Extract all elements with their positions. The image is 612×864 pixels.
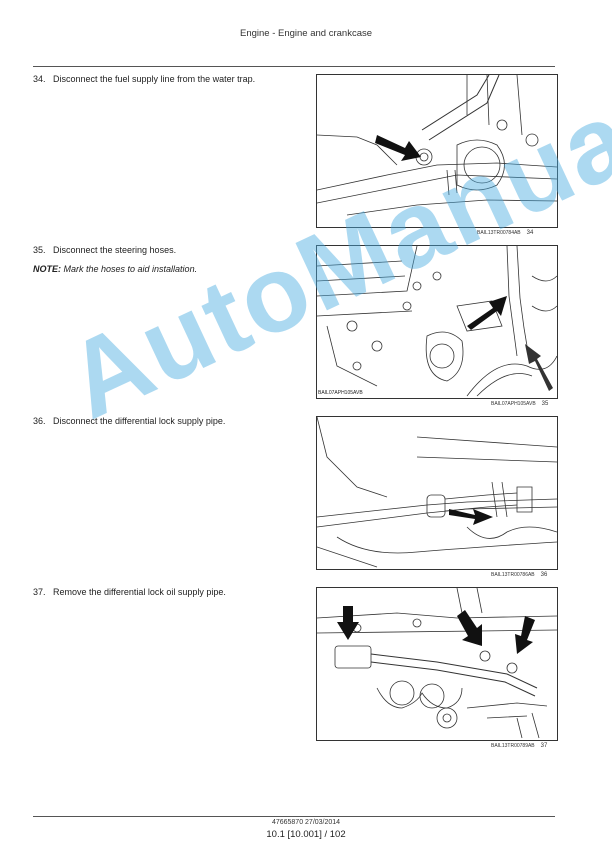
figure-code: BAIL07APH105AVB xyxy=(491,401,536,407)
figure-code: BAIL13TR00784AB xyxy=(477,230,521,236)
figure-number: 35 xyxy=(541,401,549,407)
footer-divider xyxy=(33,816,555,817)
note-label: NOTE: xyxy=(33,264,61,274)
figure-34-drawing xyxy=(317,75,557,216)
figure-37 xyxy=(316,587,558,741)
figure-34-caption: BAIL13TR00784AB 34 xyxy=(477,230,533,236)
figure-35 xyxy=(316,245,558,399)
figure-36-drawing xyxy=(317,417,557,568)
figure-code: BAIL13TR00786AB xyxy=(491,572,535,578)
step-text: Disconnect the differential lock supply … xyxy=(53,416,226,426)
step-number: 37. xyxy=(33,587,46,597)
figure-35-caption: BAIL07APH105AVB 35 xyxy=(491,401,548,407)
step-number: 36. xyxy=(33,416,46,426)
footer-page-number: 10.1 [10.001] / 102 xyxy=(266,829,346,840)
figure-35-drawing xyxy=(317,246,557,397)
step-text: Disconnect the steering hoses. xyxy=(53,245,177,255)
figure-34 xyxy=(316,74,558,228)
figure-number: 34 xyxy=(526,230,534,236)
note-text: Mark the hoses to aid installation. xyxy=(61,264,198,274)
step-34: 34. Disconnect the fuel supply line from … xyxy=(33,74,255,84)
step-35-note: NOTE: Mark the hoses to aid installation… xyxy=(33,264,197,274)
figure-37-caption: BAIL13TR00789AB 37 xyxy=(491,743,547,749)
step-35: 35. Disconnect the steering hoses. xyxy=(33,245,176,255)
figure-number: 36 xyxy=(540,572,548,578)
step-number: 35. xyxy=(33,245,46,255)
figure-code: BAIL13TR00789AB xyxy=(491,743,535,749)
figure-36 xyxy=(316,416,558,570)
page-header-title: Engine - Engine and crankcase xyxy=(239,28,373,39)
figure-36-caption: BAIL13TR00786AB 36 xyxy=(491,572,547,578)
figure-35-inset-label: BAIL07APH105AVB xyxy=(318,390,363,396)
step-text: Remove the differential lock oil supply … xyxy=(53,587,226,597)
step-text: Disconnect the fuel supply line from the… xyxy=(53,74,256,84)
figure-37-drawing xyxy=(317,588,557,739)
step-36: 36. Disconnect the differential lock supp… xyxy=(33,416,225,426)
step-number: 34. xyxy=(33,74,46,84)
header-divider xyxy=(33,66,555,67)
step-37: 37. Remove the differential lock oil supp… xyxy=(33,587,226,597)
footer-doc-number: 47665870 27/03/2014 xyxy=(271,819,341,826)
figure-number: 37 xyxy=(540,743,548,749)
